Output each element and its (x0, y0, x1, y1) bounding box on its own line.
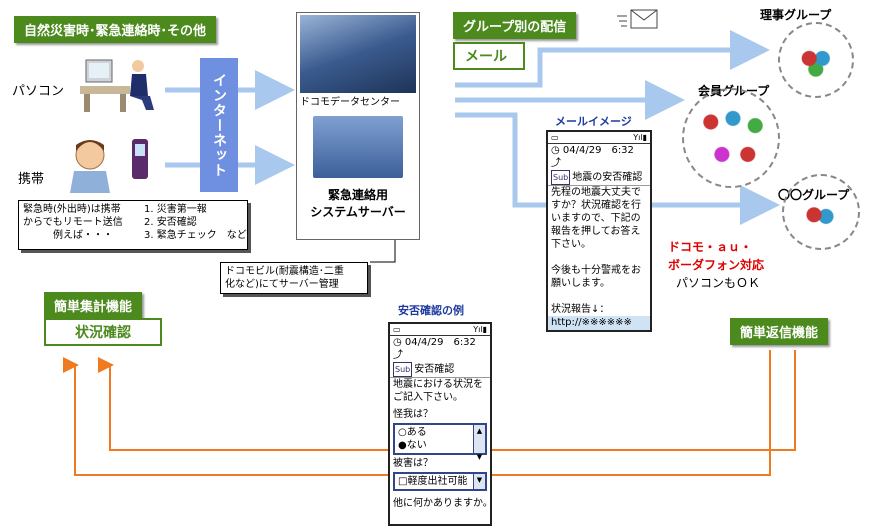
board-group-circle (778, 22, 854, 98)
docomo-note-line2: 化など)にてサーバー管理 (225, 279, 339, 290)
building-image (300, 15, 416, 93)
remote-list-1: 1. 災害第一報 (144, 204, 207, 215)
docomo-note: ドコモビル(耐震構造･二重 化など)にてサーバー管理 (220, 262, 368, 294)
mail-phone-datetime: ◷ 04/4/29 6:32 (551, 145, 634, 156)
battery-icon: ▭ (551, 133, 559, 142)
easy-aggregate-label: 簡単集計機能 (44, 292, 143, 319)
internet-bar: インターネット (200, 58, 238, 192)
damage-select[interactable]: □軽度出社可能 ▼ (393, 472, 487, 491)
docomo-note-line1: ドコモビル(耐震構造･二重 (225, 266, 344, 277)
envelope-icon (617, 8, 659, 36)
remote-list-3: 3. 緊急チェック など (144, 230, 247, 241)
safety-footer: 他に何かありますか。 (393, 498, 492, 509)
carrier-line2: ボーダフォン対応 (668, 258, 765, 272)
remote-list-2: 2. 安否確認 (144, 217, 197, 228)
server-label-1: 緊急連絡用 (327, 188, 388, 202)
group-delivery-label: グループ別の配信 (453, 12, 577, 39)
mail-body-line (548, 290, 650, 303)
disaster-label: 自然災害時･緊急連絡時･その他 (14, 16, 217, 43)
chevron-down-icon[interactable]: ▼ (473, 474, 485, 489)
board-people-icon (796, 44, 840, 80)
easy-reply-label: 簡単返信機能 (730, 318, 829, 345)
mail-phone-link[interactable]: http://※※※※※※※※※※※※※※※※※※※※※ (548, 316, 650, 330)
mail-image-label: メールイメージ (555, 115, 632, 128)
carrier-line3: パソコンもＯＫ (676, 276, 761, 290)
mail-phone-subject-text: 地震の安否確認 (572, 172, 643, 183)
safety-q2: 被害は？ (393, 458, 433, 469)
arrow-to-board-group (455, 30, 770, 88)
safety-phone-datetime-text: 04/4/29 6:32 (404, 337, 476, 348)
remote-note-line3: 例えば・・・ (53, 230, 113, 241)
safety-phone-reply-icon: ⤴ (393, 350, 403, 361)
pc-label: パソコン (12, 84, 65, 99)
mail-phone-statusbar: ▭ Yıl▮ (548, 132, 650, 144)
pc-user-icon (80, 52, 158, 114)
safety-body-1: 地震における状況を (393, 379, 483, 390)
mail-phone-reply-icon: ⤴ (551, 158, 561, 169)
safety-q1: 怪我は？ (393, 409, 433, 420)
mail-body-line: 今後も十分警戒をお (551, 265, 641, 276)
server-label-2: システムサーバー (310, 205, 406, 219)
datacenter-label: ドコモデータセンター (300, 97, 400, 108)
remote-note-line2: からでもリモート送信 (23, 217, 123, 228)
mail-body-line: 報告を押してお答え (551, 226, 641, 237)
mail-body-line (548, 251, 650, 264)
mail-body-line: 願いします。 (551, 278, 610, 289)
mail-phone-datetime-text: 04/4/29 6:32 (562, 145, 634, 156)
member-group-circle (682, 88, 780, 188)
signal-icon-2: Yıl▮ (473, 325, 487, 334)
injury-option-yes[interactable]: ○ある (398, 427, 427, 438)
server-icon (313, 116, 403, 178)
member-people-icon (696, 104, 770, 176)
safety-phone-subject-text: 安否確認 (414, 364, 455, 375)
datacenter-box: ドコモデータセンター 緊急連絡用 システムサーバー (296, 12, 420, 240)
signal-icon: Yıl▮ (633, 133, 647, 142)
status-check-label: 状況確認 (44, 318, 162, 346)
oo-people-icon (802, 202, 842, 234)
remote-note-line1: 緊急時(外出時)は携帯 (23, 204, 121, 215)
injury-option-no[interactable]: ●ない (398, 440, 427, 451)
sub-tag: Sub (551, 170, 571, 185)
internet-label: インターネット (211, 72, 227, 178)
carrier-line1: ドコモ・ａｕ・ (668, 240, 753, 254)
oo-group-circle (782, 174, 860, 250)
mail-body-line: 先程の地震大丈夫で (551, 187, 641, 198)
safety-example-label: 安否確認の例 (398, 304, 464, 317)
safety-body-2: ご記入下さい。 (393, 392, 463, 403)
damage-select-value: □軽度出社可能 (398, 476, 468, 487)
mail-body-line: いますので、下記の (551, 213, 641, 224)
note-pointer (370, 240, 396, 263)
safety-phone-datetime: ◷ 04/4/29 6:32 (393, 337, 476, 348)
mail-phone-body: 先程の地震大丈夫ですか？状況確認を行いますので、下記の報告を押してお答え下さい。… (548, 186, 650, 316)
sub-tag-2: Sub (393, 362, 413, 377)
injury-listbox[interactable]: ○ある ●ない ▲▼ (393, 423, 487, 461)
mail-label: メール (453, 42, 525, 70)
mail-link-line[interactable]: ※※※※※※※※※ (548, 329, 650, 330)
board-group-label: 理事グループ (760, 8, 832, 22)
battery-icon-2: ▭ (393, 325, 401, 334)
remote-note: 緊急時(外出時)は携帯 からでもリモート送信 例えば・・・ 1. 災害第一報 2… (18, 200, 248, 250)
mobile-user-icon (70, 135, 160, 195)
mail-body-line: すか？状況確認を行 (551, 200, 641, 211)
safety-phone-statusbar: ▭ Yıl▮ (390, 324, 490, 336)
mail-body-line: 状況報告↓： (551, 304, 610, 315)
listbox-scrollbar[interactable]: ▲▼ (473, 425, 485, 461)
mail-body-line: 下さい。 (551, 239, 591, 250)
mail-link-line[interactable]: http://※※※※※※ (551, 317, 632, 328)
mobile-label: 携帯 (18, 172, 45, 187)
